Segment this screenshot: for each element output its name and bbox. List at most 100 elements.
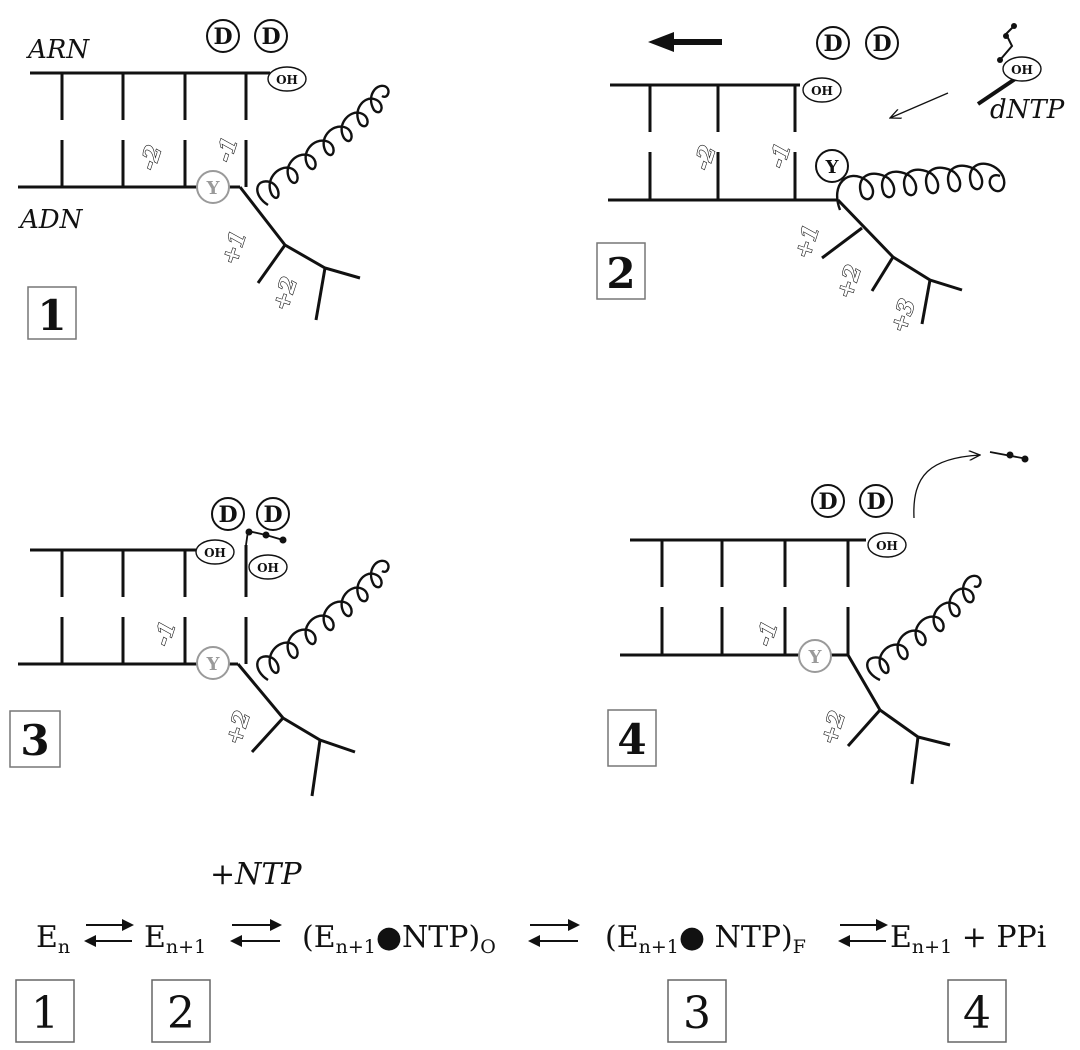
hydroxyl-label: OH	[876, 539, 898, 553]
downstream-base	[256, 244, 287, 284]
aspartate-residue	[859, 484, 893, 518]
template-strand-downstream	[836, 198, 963, 292]
equilibrium-arrow	[528, 919, 580, 947]
position-label: +3	[886, 296, 921, 336]
phosphate-dot	[1003, 33, 1009, 39]
hydroxyl-label: OH	[257, 561, 279, 575]
hydroxyl-label: OH	[1011, 63, 1033, 77]
ppi-release-arrow	[913, 455, 980, 519]
tyrosine-residue	[798, 639, 832, 673]
phosphate-dot	[245, 528, 253, 536]
position-label: +1	[217, 228, 252, 268]
scheme-term-5: En+1 + PPi	[890, 920, 1046, 958]
tyrosine-label: Y	[808, 647, 823, 668]
translocation-arrowhead	[648, 32, 674, 52]
aspartate-residue	[811, 484, 845, 518]
state-box	[667, 979, 727, 1043]
downstream-base	[910, 736, 920, 785]
dna-strand-label: ADN	[18, 205, 84, 235]
panel-number: 2	[606, 249, 635, 298]
position-label: +2	[268, 274, 303, 314]
panel-1: ARN ADN D D OH Y -2 -1 +1 +2 1	[18, 19, 390, 340]
base-pair-rungs	[660, 540, 850, 655]
panel-2: D D OH Y OH dNTP -2 -1 +1 +2 +3 2	[596, 23, 1065, 337]
scheme-term-4: (En+1● NTP)F	[605, 920, 806, 958]
phosphate-dot	[279, 536, 287, 544]
hydroxyl-label: OH	[276, 73, 298, 87]
downstream-base	[314, 267, 327, 321]
state-box	[151, 979, 211, 1043]
tyrosine-label: Y	[206, 178, 221, 199]
downstream-base	[250, 716, 285, 754]
panel-number-box	[27, 286, 77, 340]
position-label: -1	[751, 618, 783, 649]
hydroxyl-label: OH	[811, 84, 833, 98]
phosphate-dot	[1021, 455, 1029, 463]
alpha-helix	[256, 84, 390, 207]
equilibrium-arrow	[84, 919, 134, 947]
panel-number: 3	[20, 716, 49, 765]
state-box	[947, 979, 1007, 1043]
position-label: +2	[221, 708, 256, 748]
alpha-helix	[866, 574, 982, 682]
aspartate-label: D	[872, 31, 891, 57]
panel-number-box	[596, 242, 646, 300]
downstream-base	[310, 739, 322, 797]
dntp-entry-arrow	[890, 92, 949, 118]
aspartate-residue	[211, 497, 245, 531]
state-box	[15, 979, 75, 1043]
position-label: +2	[832, 262, 867, 302]
aspartate-label: D	[866, 489, 885, 515]
panel-number-box	[607, 709, 657, 767]
position-label: -1	[149, 618, 181, 649]
state-box-number: 4	[963, 988, 991, 1039]
kinetic-scheme: +NTP En En+1 (En+1●NTP)O (En+1● NTP)F En…	[15, 857, 1046, 1043]
state-box-number: 3	[683, 988, 711, 1039]
aspartate-label: D	[261, 24, 280, 50]
hydroxyl-label: OH	[204, 546, 226, 560]
tyrosine-label: Y	[206, 654, 221, 675]
aspartate-residue	[254, 19, 288, 53]
position-label: -1	[211, 134, 243, 165]
hydroxyl-group	[267, 66, 307, 92]
aspartate-label: D	[823, 31, 842, 57]
aspartate-label: D	[818, 489, 837, 515]
tyrosine-residue	[196, 646, 230, 680]
tyrosine-residue	[815, 149, 849, 183]
dntp-label: dNTP	[990, 95, 1065, 125]
scheme-term-3: (En+1●NTP)O	[302, 920, 496, 958]
phosphate-dot	[1011, 23, 1017, 29]
released-pyrophosphate	[989, 451, 1029, 463]
base-pair-rungs	[60, 73, 248, 187]
phosphate-dot	[997, 57, 1003, 63]
hydroxyl-group	[195, 539, 235, 565]
hydroxyl-group	[867, 532, 907, 558]
tyrosine-residue	[196, 170, 230, 204]
dntp-backbone	[976, 75, 1020, 106]
template-strand-downstream	[846, 654, 951, 747]
template-strand-downstream	[238, 186, 361, 280]
state-box-number: 1	[31, 988, 59, 1039]
panel-3: D D OH OH Y -1 +2 3	[9, 497, 390, 797]
panel-number: 1	[37, 291, 66, 340]
base-pair-rungs	[648, 85, 797, 200]
equilibrium-arrow	[838, 919, 888, 947]
base-pair-rungs	[60, 545, 248, 664]
scheme-term-2: En+1	[144, 920, 206, 958]
equilibrium-arrow	[230, 919, 282, 947]
aspartate-residue	[206, 19, 240, 53]
downstream-base	[846, 709, 882, 747]
rna-strand-label: ARN	[26, 35, 90, 65]
phosphate-dot	[262, 531, 270, 539]
state-box-number: 2	[167, 988, 195, 1039]
hydroxyl-group	[248, 554, 288, 580]
hydroxyl-group	[802, 77, 842, 103]
alpha-helix	[835, 162, 1006, 211]
hydroxyl-group	[1002, 56, 1042, 82]
aspartate-residue	[816, 26, 850, 60]
template-strand-downstream	[236, 663, 356, 754]
incoming-dntp: OH	[976, 23, 1042, 106]
downstream-base	[920, 279, 932, 325]
downstream-base	[870, 256, 895, 292]
